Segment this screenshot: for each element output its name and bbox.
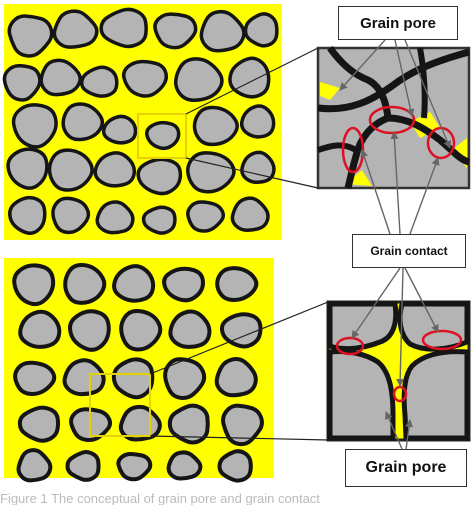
grain	[162, 266, 206, 303]
grain	[6, 147, 49, 190]
grain	[240, 150, 276, 185]
grain-contact-label: Grain contact	[352, 234, 466, 268]
grain	[136, 157, 183, 196]
grain	[8, 195, 47, 235]
grain	[112, 264, 156, 303]
grain	[2, 63, 42, 102]
grain	[68, 309, 111, 352]
figure-caption: Figure 1 The conceptual of grain pore an…	[0, 491, 320, 505]
regular-grain-packing-panel	[4, 258, 274, 483]
grain	[215, 266, 259, 302]
grain	[18, 309, 62, 349]
grain	[47, 148, 94, 192]
grain	[79, 65, 119, 98]
contact-circle	[335, 336, 365, 356]
grain	[141, 205, 177, 235]
zoom-selection-box	[137, 113, 187, 159]
grain	[163, 357, 207, 400]
grain	[243, 12, 279, 48]
grain	[61, 102, 105, 142]
grain	[121, 59, 169, 98]
grain	[11, 103, 58, 149]
grain	[101, 114, 138, 145]
grain	[221, 403, 264, 447]
grain	[199, 9, 246, 53]
grain-pore-label-top: Grain pore	[338, 6, 458, 40]
grain	[119, 308, 163, 352]
grain	[167, 403, 210, 445]
grain	[217, 449, 253, 483]
grain	[65, 450, 101, 482]
irregular-grain-packing-panel	[2, 4, 282, 240]
grain	[214, 357, 258, 398]
grain-cluster	[12, 262, 264, 483]
contact-circle	[392, 385, 408, 403]
grain	[39, 58, 82, 97]
grain	[118, 404, 162, 442]
grain	[63, 262, 107, 305]
grain	[13, 360, 57, 396]
grain	[168, 309, 212, 349]
magnified-regular-view	[326, 300, 471, 442]
grain	[16, 448, 53, 483]
grain	[52, 9, 99, 49]
grain	[17, 405, 60, 443]
grain	[228, 56, 271, 99]
grain	[230, 196, 270, 232]
grain	[99, 7, 148, 49]
pointer-arrows	[339, 39, 451, 450]
grain	[111, 357, 155, 400]
grain	[116, 452, 153, 482]
grain	[239, 104, 276, 139]
grain	[62, 358, 106, 397]
grain	[173, 57, 224, 102]
grain	[166, 450, 203, 481]
grain	[12, 263, 56, 307]
grain-cluster	[2, 7, 279, 235]
zoom-selection-box	[89, 373, 151, 437]
grain	[93, 151, 137, 188]
grain	[186, 200, 226, 233]
grain-pore-label-bottom: Grain pore	[345, 449, 467, 487]
grain	[145, 120, 181, 151]
grain	[95, 200, 135, 235]
grain	[7, 14, 54, 58]
contact-circle	[421, 329, 463, 351]
grain	[153, 12, 198, 50]
magnified-irregular-view	[316, 45, 471, 190]
grain	[185, 151, 236, 194]
grain	[51, 196, 91, 235]
grain	[219, 312, 263, 349]
grain	[192, 105, 239, 147]
pore-patch	[320, 82, 340, 100]
